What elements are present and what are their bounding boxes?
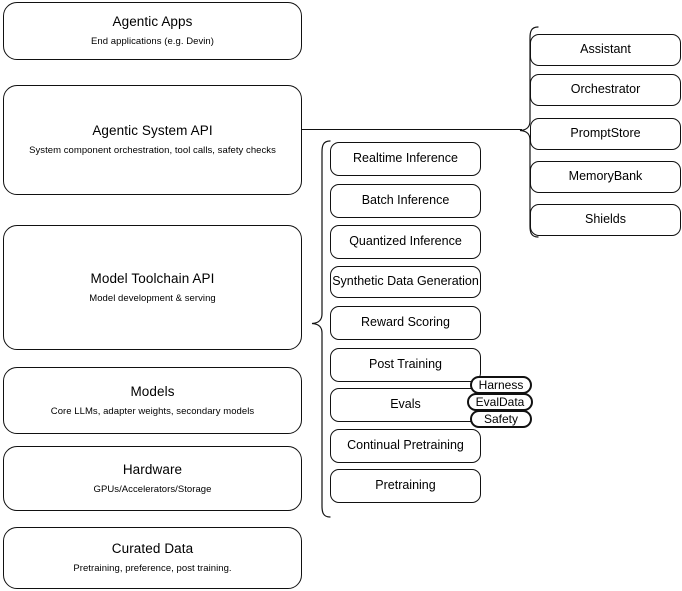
capability-label: Quantized Inference [349,234,462,249]
capability-batch-inference[interactable]: Batch Inference [330,184,481,218]
capability-label: Continual Pretraining [347,438,464,453]
layer-subtitle: Model development & serving [89,292,216,304]
capability-reward-scoring[interactable]: Reward Scoring [330,306,481,340]
brace-model-toolchain [308,138,332,523]
layer-curated-data[interactable]: Curated Data Pretraining, preference, po… [3,527,302,589]
badge-safety[interactable]: Safety [470,410,532,428]
component-label: Orchestrator [570,82,641,97]
capability-label: Reward Scoring [361,315,450,330]
layer-subtitle: Pretraining, preference, post training. [73,563,232,574]
capability-quantized-inference[interactable]: Quantized Inference [330,225,481,259]
layer-agentic-apps[interactable]: Agentic Apps End applications (e.g. Devi… [3,2,302,60]
layer-model-toolchain-api[interactable]: Model Toolchain API Model development & … [3,225,302,350]
capability-label: Synthetic Data Generation [332,274,479,289]
layer-models[interactable]: Models Core LLMs, adapter weights, secon… [3,367,302,434]
component-orchestrator[interactable]: Orchestrator [530,74,681,106]
layer-title: Curated Data [111,541,194,557]
badge-harness[interactable]: Harness [470,376,532,394]
layer-subtitle: End applications (e.g. Devin) [91,36,214,47]
layer-title: Hardware [122,461,183,477]
component-label: MemoryBank [568,169,643,184]
capability-label: Pretraining [375,478,436,493]
component-memorybank[interactable]: MemoryBank [530,161,681,193]
capability-post-training[interactable]: Post Training [330,348,481,382]
component-shields[interactable]: Shields [530,204,681,236]
badge-label: EvalData [475,395,525,409]
layer-subtitle: GPUs/Accelerators/Storage [93,483,212,495]
capability-synthetic-data-generation[interactable]: Synthetic Data Generation [330,266,481,298]
layer-title: Agentic System API [92,123,213,139]
component-label: PromptStore [570,126,641,141]
capability-label: Batch Inference [361,193,450,208]
layer-subtitle: Core LLMs, adapter weights, secondary mo… [50,405,255,417]
component-label: Assistant [580,42,631,57]
layer-title: Model Toolchain API [90,270,215,286]
badge-label: Safety [483,412,519,426]
badge-evaldata[interactable]: EvalData [467,393,533,411]
capability-pretraining[interactable]: Pretraining [330,469,481,503]
layer-subtitle: System component orchestration, tool cal… [29,145,276,156]
capability-label: Post Training [369,357,442,372]
connector-line-agentic-system-api [302,129,522,130]
component-assistant[interactable]: Assistant [530,34,681,66]
layer-title: Agentic Apps [112,14,193,30]
layer-agentic-system-api[interactable]: Agentic System API System component orch… [3,85,302,195]
component-label: Shields [585,212,626,227]
layer-title: Models [130,383,175,399]
capability-evals[interactable]: Evals [330,388,481,422]
component-promptstore[interactable]: PromptStore [530,118,681,150]
capability-realtime-inference[interactable]: Realtime Inference [330,142,481,176]
badge-label: Harness [478,378,524,392]
capability-label: Realtime Inference [353,151,458,166]
capability-label: Evals [390,397,421,412]
capability-continual-pretraining[interactable]: Continual Pretraining [330,429,481,463]
layer-hardware[interactable]: Hardware GPUs/Accelerators/Storage [3,446,302,511]
